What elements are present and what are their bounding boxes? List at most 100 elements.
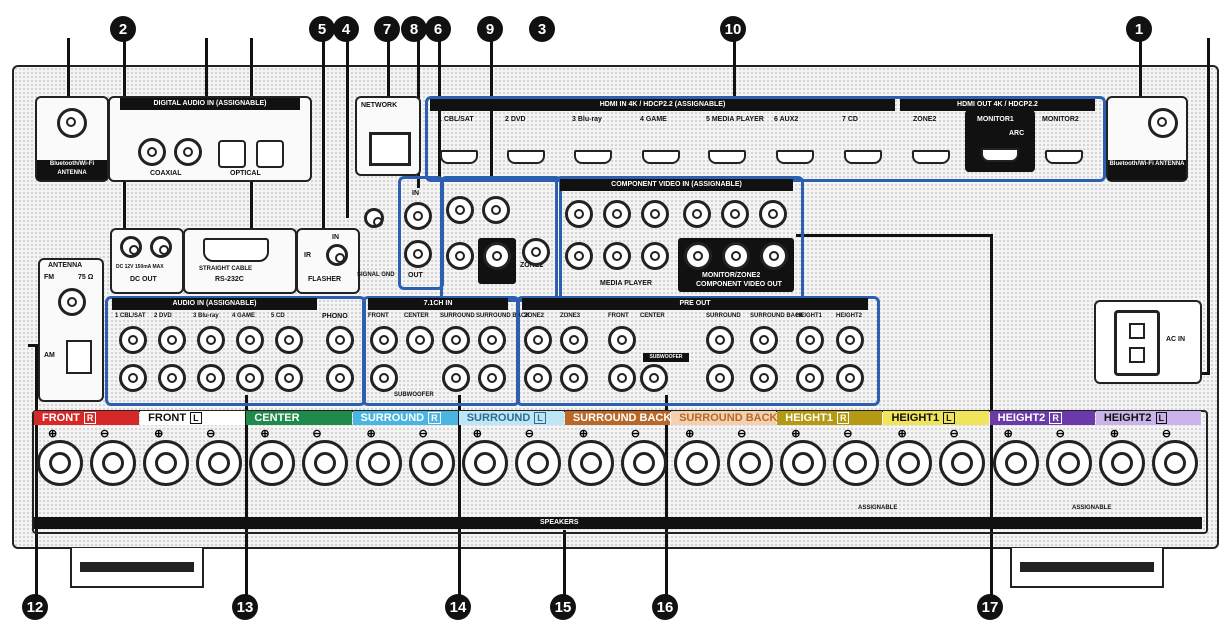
pre-out-jack[interactable] bbox=[560, 326, 588, 354]
dc-out-jack-1[interactable] bbox=[120, 236, 142, 258]
optical-jack-1[interactable] bbox=[218, 140, 246, 168]
pre-out-jack[interactable] bbox=[640, 364, 668, 392]
hdmi-in-port[interactable] bbox=[642, 150, 680, 164]
composite-jack[interactable] bbox=[446, 196, 474, 224]
hdmi-in-port[interactable] bbox=[844, 150, 882, 164]
speaker-terminal-plus[interactable] bbox=[674, 440, 721, 486]
component-out-jack[interactable] bbox=[722, 242, 750, 270]
rs232c-port[interactable] bbox=[203, 238, 269, 262]
am-antenna-terminal[interactable] bbox=[66, 340, 92, 374]
pre-out-jack[interactable] bbox=[836, 364, 864, 392]
speaker-terminal-minus[interactable] bbox=[90, 440, 136, 486]
component-out-jack[interactable] bbox=[684, 242, 712, 270]
phono-jack-l[interactable] bbox=[326, 326, 354, 354]
component-jack[interactable] bbox=[565, 242, 593, 270]
ch71-in-jack[interactable] bbox=[370, 364, 398, 392]
coaxial-jack-1[interactable] bbox=[138, 138, 166, 166]
speaker-terminal-plus[interactable] bbox=[37, 440, 83, 486]
hdmi-out-zone2[interactable] bbox=[912, 150, 950, 164]
ch71-in-jack[interactable] bbox=[370, 326, 398, 354]
monitor-out-jack[interactable] bbox=[483, 242, 511, 270]
component-jack[interactable] bbox=[565, 200, 593, 228]
speaker-terminal-minus[interactable] bbox=[514, 440, 561, 486]
audio-in-jack-r[interactable] bbox=[275, 364, 303, 392]
pre-out-jack[interactable] bbox=[750, 326, 778, 354]
audio-in-jack-l[interactable] bbox=[119, 326, 147, 354]
component-jack[interactable] bbox=[721, 200, 749, 228]
speaker-terminal-plus[interactable] bbox=[886, 440, 933, 486]
speaker-terminal-minus[interactable] bbox=[1045, 440, 1092, 486]
audio-in-jack-r[interactable] bbox=[197, 364, 225, 392]
hdmi-out-monitor1[interactable] bbox=[981, 148, 1019, 162]
speaker-terminal-plus[interactable] bbox=[143, 440, 190, 486]
audio-in-jack-l[interactable] bbox=[197, 326, 225, 354]
component-jack[interactable] bbox=[641, 242, 669, 270]
speaker-terminal-plus[interactable] bbox=[567, 440, 614, 486]
speaker-terminal-minus[interactable] bbox=[833, 440, 880, 486]
video-out-jack[interactable] bbox=[404, 240, 432, 268]
speaker-terminal-plus[interactable] bbox=[355, 440, 402, 486]
composite-jack[interactable] bbox=[446, 242, 474, 270]
speaker-terminal-plus[interactable] bbox=[992, 440, 1039, 486]
ch71-in-jack[interactable] bbox=[406, 326, 434, 354]
pre-out-jack[interactable] bbox=[608, 326, 636, 354]
component-jack[interactable] bbox=[603, 200, 631, 228]
pre-out-jack[interactable] bbox=[836, 326, 864, 354]
speaker-terminal-plus[interactable] bbox=[780, 440, 827, 486]
speaker-terminal-minus[interactable] bbox=[408, 440, 455, 486]
fm-antenna-jack[interactable] bbox=[58, 288, 86, 316]
composite-jack[interactable] bbox=[482, 196, 510, 224]
component-jack[interactable] bbox=[603, 242, 631, 270]
component-jack[interactable] bbox=[759, 200, 787, 228]
hdmi-in-port[interactable] bbox=[507, 150, 545, 164]
antenna-jack[interactable] bbox=[57, 108, 87, 138]
pre-out-jack[interactable] bbox=[524, 326, 552, 354]
hdmi-in-port[interactable] bbox=[776, 150, 814, 164]
audio-in-jack-l[interactable] bbox=[158, 326, 186, 354]
ch71-in-jack[interactable] bbox=[478, 326, 506, 354]
signal-gnd-screw[interactable] bbox=[364, 208, 384, 228]
optical-jack-2[interactable] bbox=[256, 140, 284, 168]
hdmi-in-port[interactable] bbox=[574, 150, 612, 164]
pre-out-jack[interactable] bbox=[524, 364, 552, 392]
speaker-terminal-plus[interactable] bbox=[1098, 440, 1145, 486]
ch71-in-jack[interactable] bbox=[442, 326, 470, 354]
hdmi-out-monitor2[interactable] bbox=[1045, 150, 1083, 164]
pre-out-jack[interactable] bbox=[750, 364, 778, 392]
speaker-terminal-minus[interactable] bbox=[1151, 440, 1198, 486]
phono-jack-r[interactable] bbox=[326, 364, 354, 392]
speaker-terminal-minus[interactable] bbox=[302, 440, 349, 486]
speaker-terminal-minus[interactable] bbox=[620, 440, 667, 486]
speaker-terminal-minus[interactable] bbox=[727, 440, 774, 486]
ac-inlet[interactable] bbox=[1114, 310, 1160, 376]
speaker-terminal-plus[interactable] bbox=[461, 440, 508, 486]
pre-out-jack[interactable] bbox=[608, 364, 636, 392]
hdmi-in-port[interactable] bbox=[440, 150, 478, 164]
ch71-in-jack[interactable] bbox=[442, 364, 470, 392]
pre-out-jack[interactable] bbox=[796, 364, 824, 392]
hdmi-in-port[interactable] bbox=[708, 150, 746, 164]
ethernet-port[interactable] bbox=[369, 132, 411, 166]
coaxial-jack-2[interactable] bbox=[174, 138, 202, 166]
zone2-video-jack[interactable] bbox=[522, 238, 550, 266]
audio-in-jack-l[interactable] bbox=[236, 326, 264, 354]
ch71-in-jack[interactable] bbox=[478, 364, 506, 392]
audio-in-jack-r[interactable] bbox=[158, 364, 186, 392]
antenna-jack[interactable] bbox=[1148, 108, 1178, 138]
video-in-jack[interactable] bbox=[404, 202, 432, 230]
speaker-terminal-plus[interactable] bbox=[249, 440, 296, 486]
flasher-jack[interactable] bbox=[326, 244, 348, 266]
pre-out-jack[interactable] bbox=[560, 364, 588, 392]
audio-in-jack-r[interactable] bbox=[119, 364, 147, 392]
speaker-terminal-minus[interactable] bbox=[196, 440, 243, 486]
audio-in-jack-l[interactable] bbox=[275, 326, 303, 354]
component-jack[interactable] bbox=[683, 200, 711, 228]
audio-in-jack-r[interactable] bbox=[236, 364, 264, 392]
signal-gnd-terminal[interactable] bbox=[364, 200, 384, 250]
component-jack[interactable] bbox=[641, 200, 669, 228]
dc-out-jack-2[interactable] bbox=[150, 236, 172, 258]
speaker-terminal-minus[interactable] bbox=[939, 440, 986, 486]
component-out-jack[interactable] bbox=[760, 242, 788, 270]
pre-out-jack[interactable] bbox=[706, 326, 734, 354]
pre-out-jack[interactable] bbox=[796, 326, 824, 354]
